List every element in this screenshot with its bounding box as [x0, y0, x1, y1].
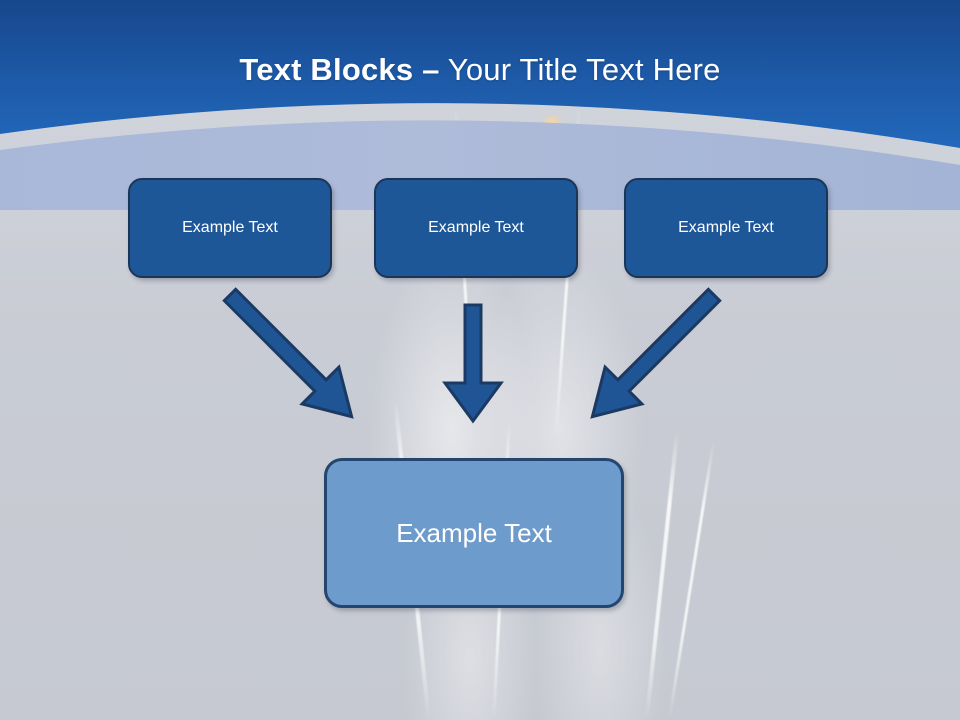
page-title-bold: Text Blocks – [239, 52, 440, 87]
text-block-result-label: Example Text [396, 517, 552, 548]
text-block-2[interactable]: Example Text [374, 178, 578, 278]
text-block-1[interactable]: Example Text [128, 178, 332, 278]
header-banner: Text Blocks – Your Title Text Here [0, 0, 960, 210]
text-block-result[interactable]: Example Text [324, 458, 624, 608]
page-title-normal: Your Title Text Here [439, 52, 721, 87]
page-title: Text Blocks – Your Title Text Here [0, 50, 960, 90]
text-block-3[interactable]: Example Text [624, 178, 828, 278]
text-block-3-label: Example Text [678, 219, 774, 236]
text-block-1-label: Example Text [182, 219, 278, 236]
text-block-2-label: Example Text [428, 219, 524, 236]
